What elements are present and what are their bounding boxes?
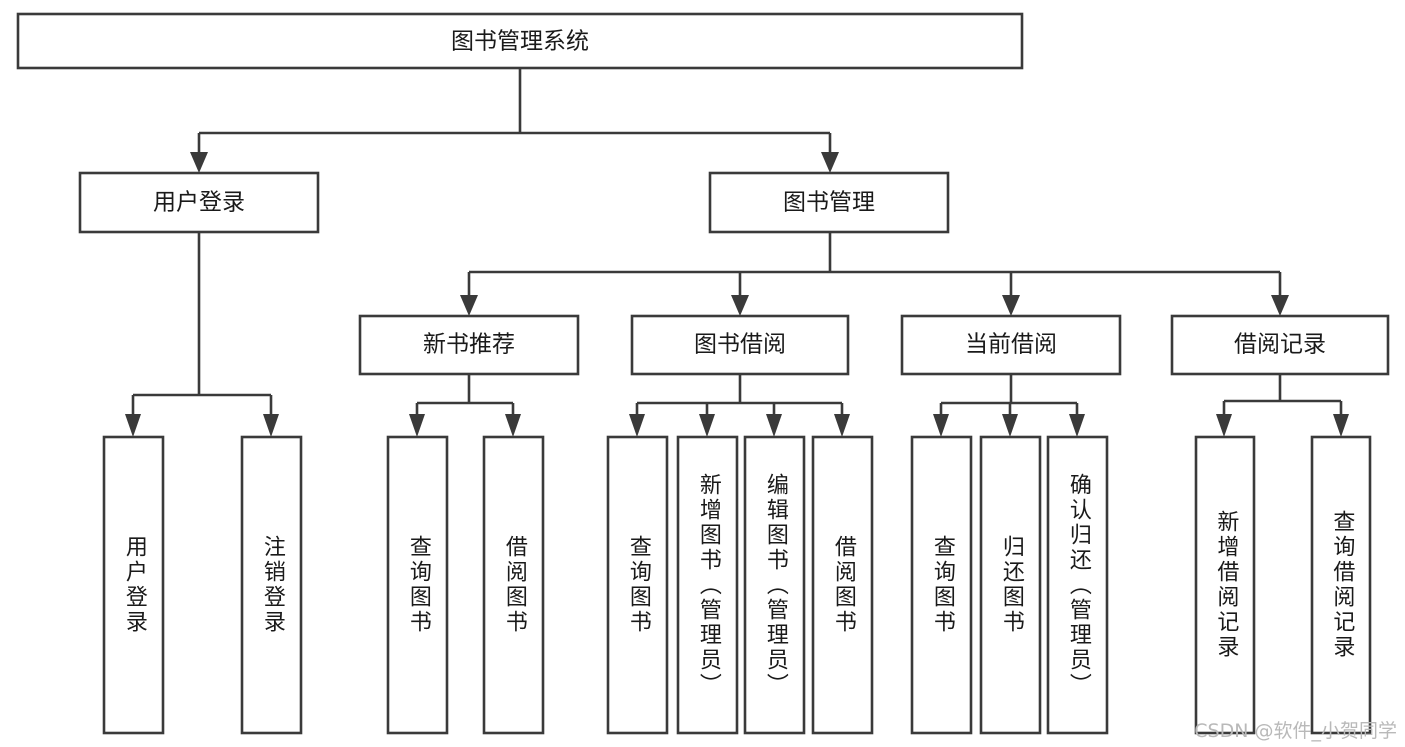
arrow-head-jyjl-leaf1: [1216, 414, 1232, 437]
arrow-head-jyjl-leaf2: [1333, 414, 1349, 437]
arrow-head-nbr-leaf1: [409, 414, 425, 437]
node-label-current-borrowing: 当前借阅: [965, 332, 1057, 358]
leaf-box-nbr-query-book[interactable]: [386, 435, 449, 735]
arrow-head-tsjy-leaf2: [699, 414, 715, 437]
arrow-head-new-book-rec: [460, 295, 478, 316]
arrow-head-dqjy-leaf3: [1069, 414, 1085, 437]
watermark-text: CSDN @软件_小贺同学: [1194, 720, 1397, 742]
leaf-box-tsjy-borrow-book[interactable]: [811, 435, 874, 735]
node-label-book-management: 图书管理: [783, 190, 875, 216]
leaf-box-tsjy-add-book-admin[interactable]: [676, 435, 739, 735]
leaf-box-dqjy-query-book[interactable]: [910, 435, 973, 735]
arrow-head-dqjy-leaf1: [933, 414, 949, 437]
leaf-box-dqjy-return-book[interactable]: [979, 435, 1042, 735]
arrow-head-tsjy-leaf1: [629, 414, 645, 437]
node-label-book-borrowing: 图书借阅: [694, 332, 786, 358]
node-label-user-login: 用户登录: [153, 190, 245, 216]
node-label-root: 图书管理系统: [451, 29, 589, 55]
node-box-current-borrowing[interactable]: [900, 314, 1122, 376]
arrow-head-nbr-leaf2: [505, 414, 521, 437]
leaf-box-jyjl-query-record[interactable]: [1310, 435, 1372, 735]
arrow-head-dqjy-leaf2: [1002, 414, 1018, 437]
leaf-box-nbr-borrow-book[interactable]: [482, 435, 545, 735]
node-label-new-book-recommend: 新书推荐: [423, 332, 515, 358]
arrow-head-leaf-logout: [263, 414, 279, 437]
node-box-root[interactable]: [16, 12, 1024, 70]
leaf-box-jyjl-add-record[interactable]: [1194, 435, 1256, 735]
arrow-head-book-borrow: [731, 295, 749, 316]
node-label-borrow-records: 借阅记录: [1234, 332, 1326, 358]
connectors: [125, 68, 1349, 437]
node-box-book-borrowing[interactable]: [630, 314, 850, 376]
leaf-box-tsjy-query-book[interactable]: [606, 435, 669, 735]
node-box-user-login[interactable]: [78, 171, 320, 234]
leaf-box-tsjy-edit-book-admin[interactable]: [743, 435, 806, 735]
arrow-head-book-mgmt: [821, 152, 839, 173]
arrow-head-tsjy-leaf4: [834, 414, 850, 437]
arrow-head-tsjy-leaf3: [766, 414, 782, 437]
node-box-book-management[interactable]: [708, 171, 950, 234]
leaf-box-user-login[interactable]: [102, 435, 165, 735]
leaf-box-logout[interactable]: [240, 435, 303, 735]
arrow-head-leaf-user-login: [125, 414, 141, 437]
arrow-head-current-borrow: [1002, 295, 1020, 316]
node-boxes: 图书管理系统 用户登录 图书管理 新书推荐 图书借阅 当前借阅 借阅记录: [16, 12, 1390, 735]
leaf-box-dqjy-confirm-return-admin[interactable]: [1046, 435, 1109, 735]
node-box-new-book-recommend[interactable]: [358, 314, 580, 376]
arrow-head-borrow-record: [1271, 295, 1289, 316]
arrow-head-user-login: [190, 152, 208, 173]
node-box-borrow-records[interactable]: [1170, 314, 1390, 376]
